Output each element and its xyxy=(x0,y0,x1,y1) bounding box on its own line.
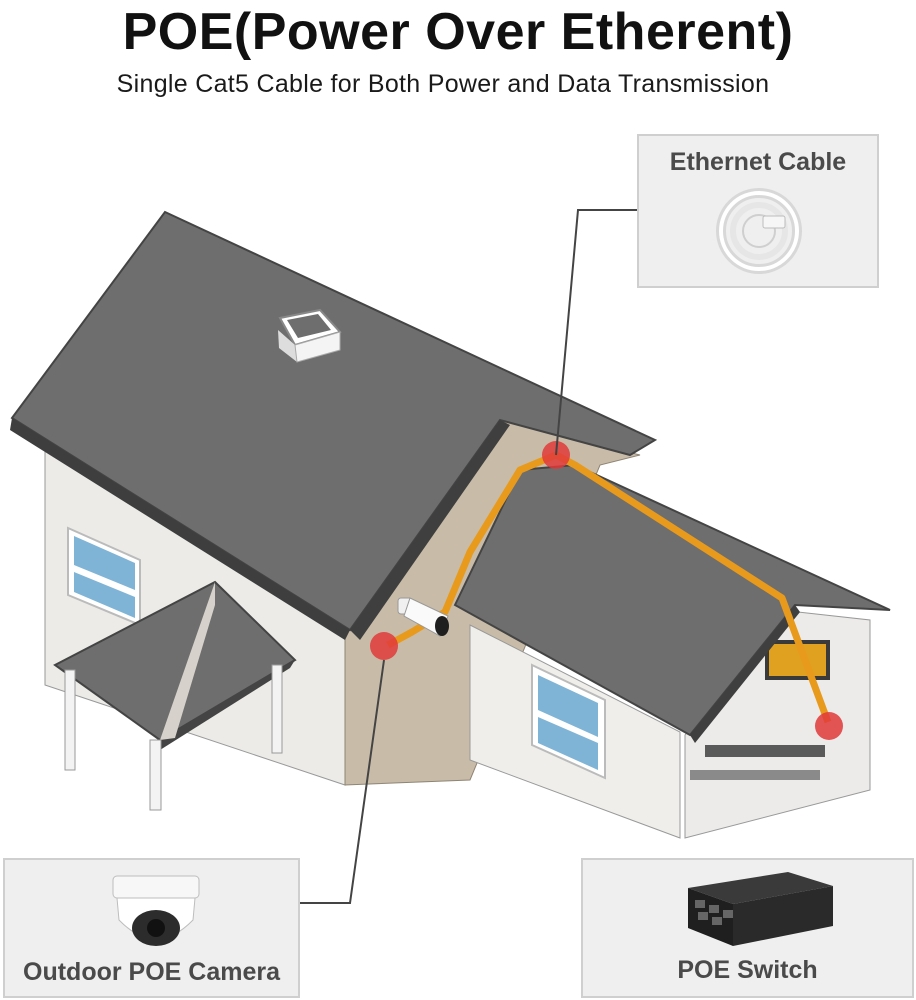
marker-switch xyxy=(815,712,843,740)
switch-label: POE Switch xyxy=(677,956,818,984)
extension-window xyxy=(531,663,606,780)
chimney xyxy=(278,308,342,363)
porch xyxy=(53,580,297,811)
page-title: POE(Power Over Etherent) xyxy=(122,3,794,61)
ethernet-cable-label: Ethernet Cable xyxy=(669,148,847,176)
page-subtitle: Single Cat5 Cable for Both Power and Dat… xyxy=(116,70,770,98)
camera-label: Outdoor POE Camera xyxy=(23,958,280,986)
poe-switch-icon xyxy=(688,872,833,946)
ethernet-cable-callout: Ethernet Cable xyxy=(637,134,879,288)
camera-callout: Outdoor POE Camera xyxy=(3,858,300,998)
bullet-camera xyxy=(397,597,449,637)
dome-camera-icon xyxy=(112,875,200,946)
switch-callout: POE Switch xyxy=(581,858,914,998)
leader-line-cable xyxy=(555,209,637,456)
marker-camera xyxy=(370,632,398,660)
leader-line-camera xyxy=(300,659,385,904)
cable-coil-icon xyxy=(716,188,802,274)
